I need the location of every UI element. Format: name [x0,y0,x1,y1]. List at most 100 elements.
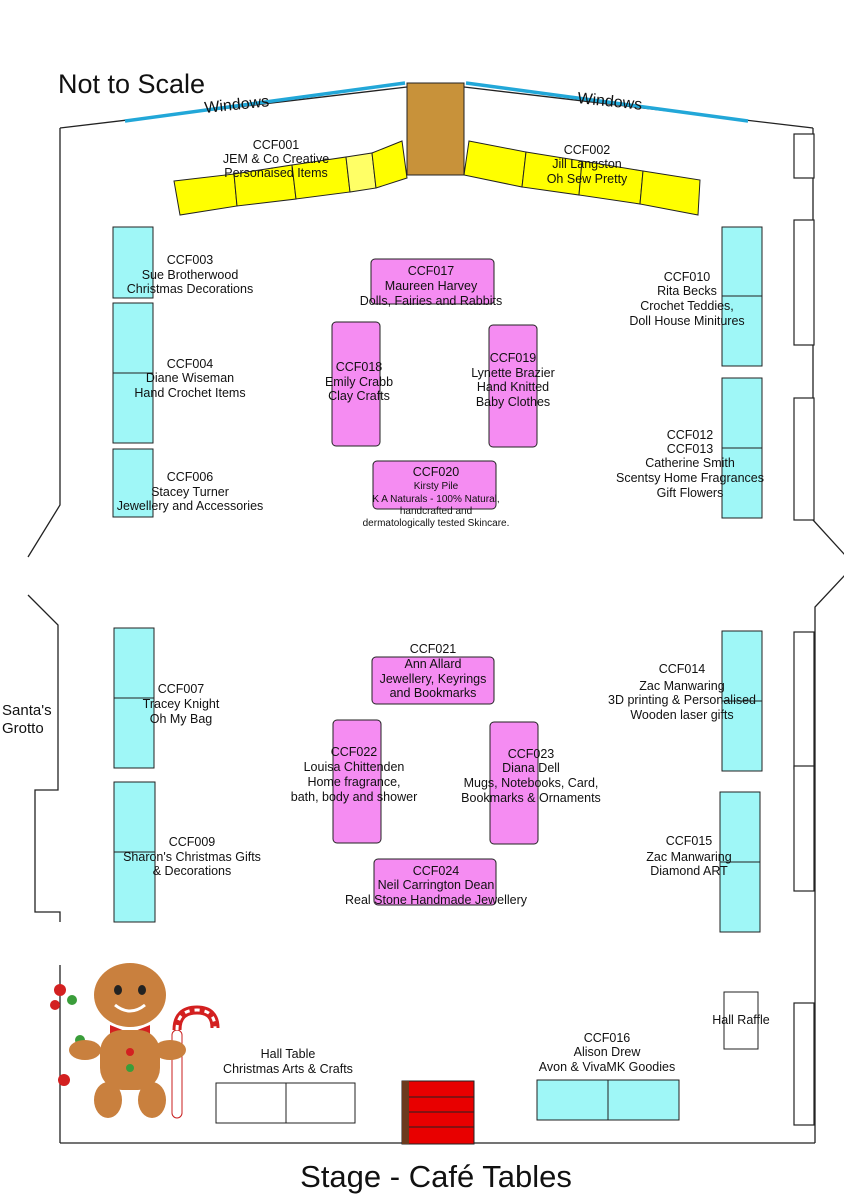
window-right [465,81,749,123]
svg-text:CCF003: CCF003 [167,253,214,267]
svg-text:bath, body and shower: bath, body and shower [291,790,417,804]
gingerbread-man-illustration [50,963,220,1119]
stall-ccf022: CCF022 Louisa Chittenden Home fragrance,… [291,745,417,804]
svg-text:3D printing & Personalised: 3D printing & Personalised [608,693,756,707]
stall-ccf024: CCF024 Neil Carrington Dean Real Stone H… [345,864,528,907]
svg-text:Gift Flowers: Gift Flowers [657,486,724,500]
svg-text:CCF014: CCF014 [659,662,706,676]
stall-ccf001: CCF001 JEM & Co Creative Personaised Ite… [223,138,329,180]
svg-text:CCF013: CCF013 [667,442,714,456]
svg-text:CCF010: CCF010 [664,270,711,284]
svg-text:Sharon's Christmas Gifts: Sharon's Christmas Gifts [123,850,261,864]
stall-ccf018: CCF018 Emily Crabb Clay Crafts [325,360,393,403]
svg-text:CCF023: CCF023 [508,747,555,761]
svg-text:JEM & Co Creative: JEM & Co Creative [223,152,329,166]
svg-text:Mugs, Notebooks, Card,: Mugs, Notebooks, Card, [464,776,599,790]
svg-text:Doll House Minitures: Doll House Minitures [629,314,744,328]
svg-text:Diane Wiseman: Diane Wiseman [146,371,234,385]
svg-text:CCF022: CCF022 [331,745,378,759]
svg-text:Home fragrance,: Home fragrance, [307,775,400,789]
windows-label-left: Windows [204,93,270,117]
svg-text:Bookmarks & Ornaments: Bookmarks & Ornaments [461,791,601,805]
santas-grotto-label-line2: Grotto [2,720,44,737]
svg-text:Stacey Turner: Stacey Turner [151,485,229,499]
stall-ccf014: CCF014 Zac Manwaring 3D printing & Perso… [608,662,756,722]
svg-text:Catherine Smith: Catherine Smith [645,456,735,470]
hall-raffle-label: Hall Raffle [712,1013,769,1027]
table-ccf001 [173,140,408,216]
svg-text:Scentsy Home Fragrances: Scentsy Home Fragrances [616,471,764,485]
hall-table-label: Hall Table [261,1047,316,1061]
svg-text:Crochet Teddies,: Crochet Teddies, [640,299,734,313]
stall-ccf010: CCF010 Rita Becks Crochet Teddies, Doll … [629,270,744,328]
stall-ccf004: CCF004 Diane Wiseman Hand Crochet Items [134,357,245,400]
svg-text:Hand Crochet Items: Hand Crochet Items [134,386,245,400]
right-wall-recesses [793,133,815,1126]
svg-text:Oh My Bag: Oh My Bag [150,712,213,726]
svg-text:Neil Carrington Dean: Neil Carrington Dean [378,878,495,892]
stall-ccf020: CCF020 Kirsty Pile K A Naturals - 100% N… [363,465,510,529]
svg-text:Emily Crabb: Emily Crabb [325,375,393,389]
svg-text:& Decorations: & Decorations [153,864,232,878]
svg-text:Diamond ART: Diamond ART [650,864,728,878]
svg-text:Maureen Harvey: Maureen Harvey [385,279,478,293]
svg-text:Jill Langston: Jill Langston [552,157,622,171]
cyan-tables-right [536,226,763,1121]
svg-text:Zac Manwaring: Zac Manwaring [646,850,731,864]
svg-text:Ann Allard: Ann Allard [405,657,462,671]
svg-text:Kirsty Pile: Kirsty Pile [414,481,459,492]
stage-steps [401,1080,475,1145]
svg-text:CCF001: CCF001 [253,138,300,152]
svg-text:Diana Dell: Diana Dell [502,761,560,775]
svg-text:Tracey Knight: Tracey Knight [143,697,220,711]
window-left [124,81,406,123]
svg-text:CCF012: CCF012 [667,428,714,442]
stall-ccf019: CCF019 Lynette Brazier Hand Knitted Baby… [471,351,555,409]
windows-label-right: Windows [577,90,643,114]
svg-text:Jewellery and Accessories: Jewellery and Accessories [117,499,264,513]
hall-raffle-box [723,991,759,1050]
svg-text:Christmas Decorations: Christmas Decorations [127,282,253,296]
stall-ccf007: CCF007 Tracey Knight Oh My Bag [143,682,220,726]
svg-text:Lynette Brazier: Lynette Brazier [471,366,555,380]
stall-ccf009: CCF009 Sharon's Christmas Gifts & Decora… [123,835,261,878]
svg-text:Wooden laser gifts: Wooden laser gifts [630,708,733,722]
svg-text:Avon & VivaMK Goodies: Avon & VivaMK Goodies [539,1060,675,1074]
svg-text:CCF009: CCF009 [169,835,216,849]
svg-text:CCF004: CCF004 [167,357,214,371]
stall-ccf023: CCF023 Diana Dell Mugs, Notebooks, Card,… [461,747,601,805]
santas-grotto-label-line1: Santa's [2,702,52,719]
svg-text:CCF018: CCF018 [336,360,383,374]
svg-text:Baby Clothes: Baby Clothes [476,395,550,409]
entrance-door [406,82,465,176]
not-to-scale-label: Not to Scale [58,69,205,99]
svg-text:Jewellery, Keyrings: Jewellery, Keyrings [380,672,487,686]
pink-tables [331,258,539,906]
svg-text:K A Naturals - 100% Natural,: K A Naturals - 100% Natural, [372,494,499,505]
svg-text:CCF016: CCF016 [584,1031,631,1045]
svg-text:Zac Manwaring: Zac Manwaring [639,679,724,693]
svg-text:CCF019: CCF019 [490,351,537,365]
svg-text:Rita Becks: Rita Becks [657,284,717,298]
svg-text:CCF020: CCF020 [413,465,460,479]
stall-ccf012-ccf013: CCF012 CCF013 Catherine Smith Scentsy Ho… [616,428,764,500]
table-ccf002 [463,140,701,216]
svg-text:dermatologically tested Skinca: dermatologically tested Skincare. [363,518,510,529]
svg-text:Louisa Chittenden: Louisa Chittenden [304,760,405,774]
hall-table [215,1082,356,1124]
svg-text:CCF002: CCF002 [564,143,611,157]
svg-text:CCF006: CCF006 [167,470,214,484]
svg-text:Personaised Items: Personaised Items [224,166,328,180]
stall-ccf002: CCF002 Jill Langston Oh Sew Pretty [547,143,628,186]
svg-text:Clay Crafts: Clay Crafts [328,389,390,403]
stall-ccf021: CCF021 Ann Allard Jewellery, Keyrings an… [380,642,487,700]
svg-text:CCF021: CCF021 [410,642,457,656]
svg-text:and Bookmarks: and Bookmarks [390,686,477,700]
svg-text:CCF024: CCF024 [413,864,460,878]
svg-text:Sue Brotherwood: Sue Brotherwood [142,268,239,282]
svg-text:handcrafted and: handcrafted and [400,506,472,517]
svg-text:CCF015: CCF015 [666,834,713,848]
svg-text:CCF007: CCF007 [158,682,205,696]
stall-ccf006: CCF006 Stacey Turner Jewellery and Acces… [117,470,264,513]
